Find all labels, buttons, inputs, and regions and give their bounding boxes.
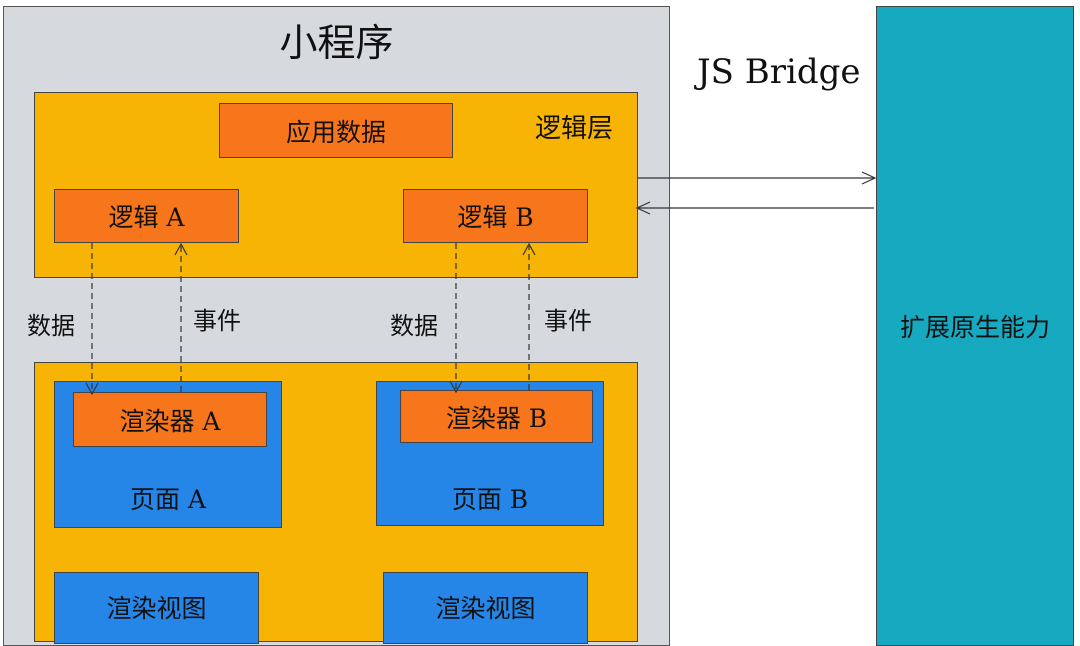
mini-program-title: 小程序 [279, 21, 394, 65]
logic-b-box: 逻辑 B [403, 189, 588, 243]
renderer-b-box: 渲染器 B [400, 390, 593, 443]
page-a-label: 页面 A [129, 485, 206, 514]
data-label-b: 数据 [390, 312, 438, 340]
page-b-label: 页面 B [451, 485, 529, 514]
renderer-a-box: 渲染器 A [73, 392, 267, 447]
app-data-box: 应用数据 [219, 103, 453, 158]
data-label-a: 数据 [27, 312, 75, 340]
event-label-a: 事件 [193, 307, 241, 335]
event-label-b: 事件 [544, 307, 592, 335]
bridge-arrow-right-head [861, 171, 877, 185]
js-bridge-label: JS Bridge [697, 52, 861, 92]
logic-a-box: 逻辑 A [54, 189, 239, 243]
logic-layer-label: 逻辑层 [535, 114, 614, 144]
render-view-2: 渲染视图 [383, 572, 588, 644]
render-view-1: 渲染视图 [54, 572, 259, 644]
native-capability-box: 扩展原生能力 [876, 6, 1074, 646]
